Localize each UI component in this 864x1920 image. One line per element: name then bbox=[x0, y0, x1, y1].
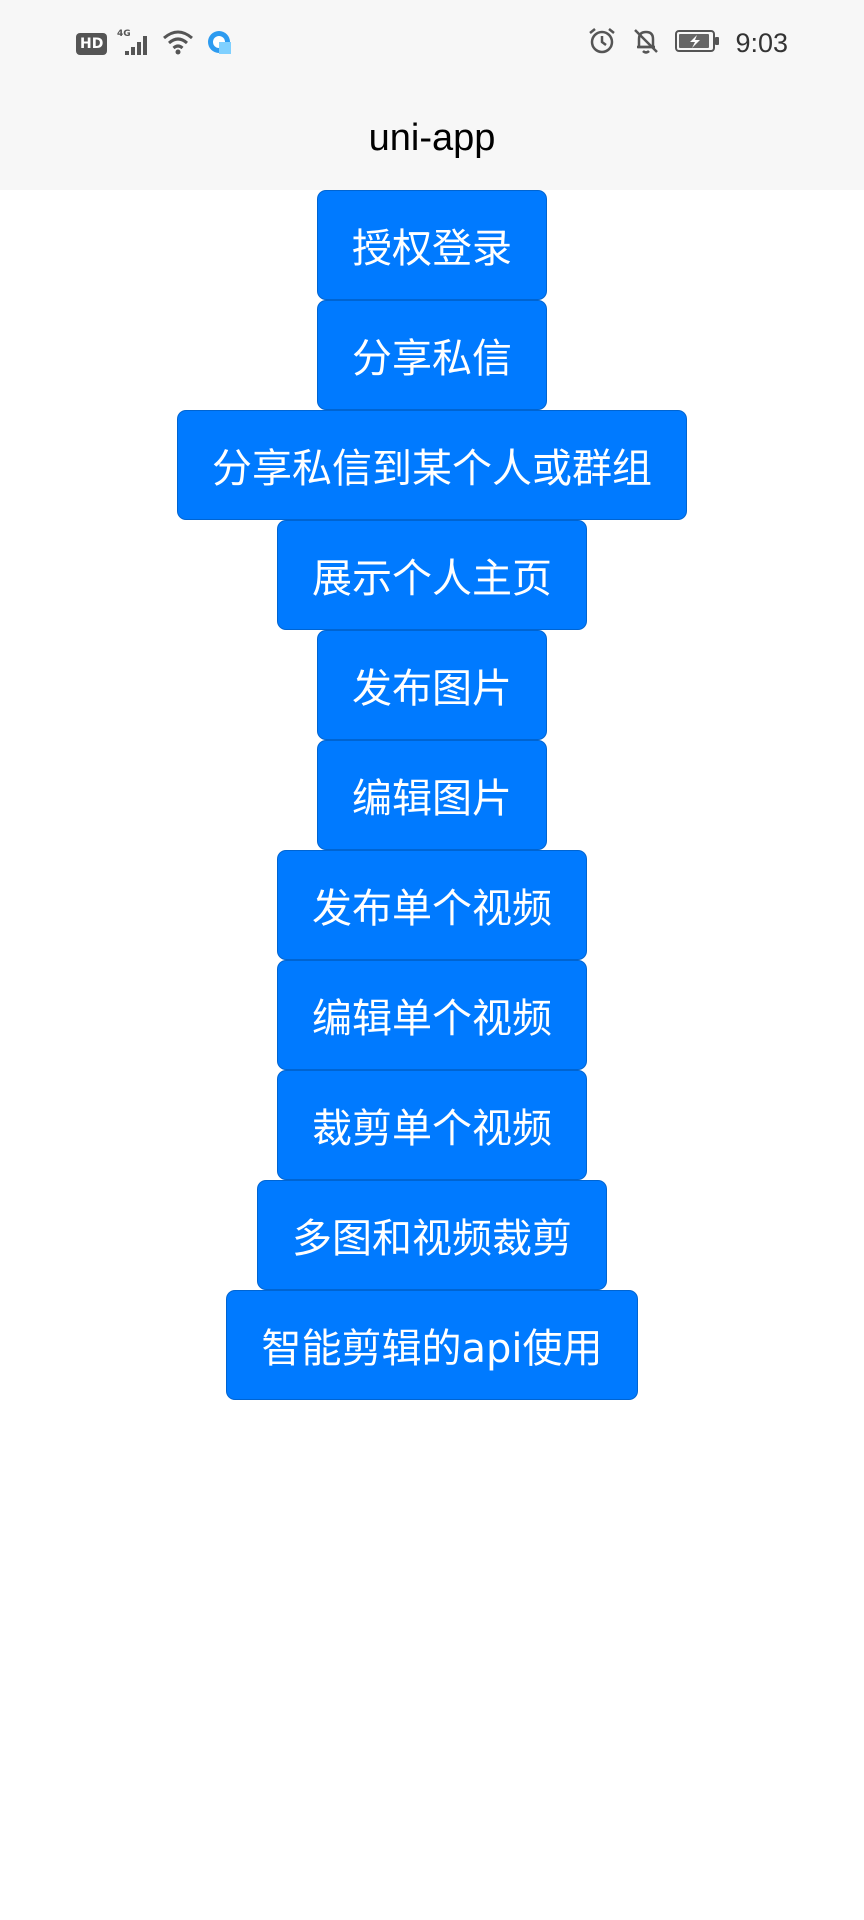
authorize-login-button[interactable]: 授权登录 bbox=[317, 190, 547, 300]
status-right-group: 9:03 bbox=[587, 26, 788, 60]
navigation-bar: uni-app bbox=[0, 86, 864, 190]
status-bar: HD 4G bbox=[0, 0, 864, 86]
share-private-message-button[interactable]: 分享私信 bbox=[317, 300, 547, 410]
smart-edit-api-button[interactable]: 智能剪辑的api使用 bbox=[226, 1290, 638, 1400]
network-type-label: 4G bbox=[117, 29, 131, 39]
publish-image-button[interactable]: 发布图片 bbox=[317, 630, 547, 740]
alarm-icon bbox=[587, 26, 617, 60]
hd-icon: HD bbox=[76, 33, 108, 55]
page-title: uni-app bbox=[368, 116, 496, 159]
wifi-icon bbox=[161, 27, 195, 61]
publish-single-video-button[interactable]: 发布单个视频 bbox=[277, 850, 587, 960]
app-notification-icon bbox=[205, 28, 233, 60]
status-left-group: HD 4G bbox=[76, 28, 233, 60]
multi-image-video-crop-button[interactable]: 多图和视频裁剪 bbox=[257, 1180, 607, 1290]
edit-single-video-button[interactable]: 编辑单个视频 bbox=[277, 960, 587, 1070]
button-list: 授权登录 分享私信 分享私信到某个人或群组 展示个人主页 发布图片 编辑图片 发… bbox=[0, 190, 864, 1400]
bell-off-icon bbox=[631, 26, 661, 60]
edit-image-button[interactable]: 编辑图片 bbox=[317, 740, 547, 850]
signal-icon: 4G bbox=[117, 27, 151, 61]
share-to-person-or-group-button[interactable]: 分享私信到某个人或群组 bbox=[177, 410, 687, 520]
battery-charging-icon bbox=[675, 29, 721, 57]
status-time: 9:03 bbox=[735, 27, 788, 58]
show-profile-page-button[interactable]: 展示个人主页 bbox=[277, 520, 587, 630]
crop-single-video-button[interactable]: 裁剪单个视频 bbox=[277, 1070, 587, 1180]
